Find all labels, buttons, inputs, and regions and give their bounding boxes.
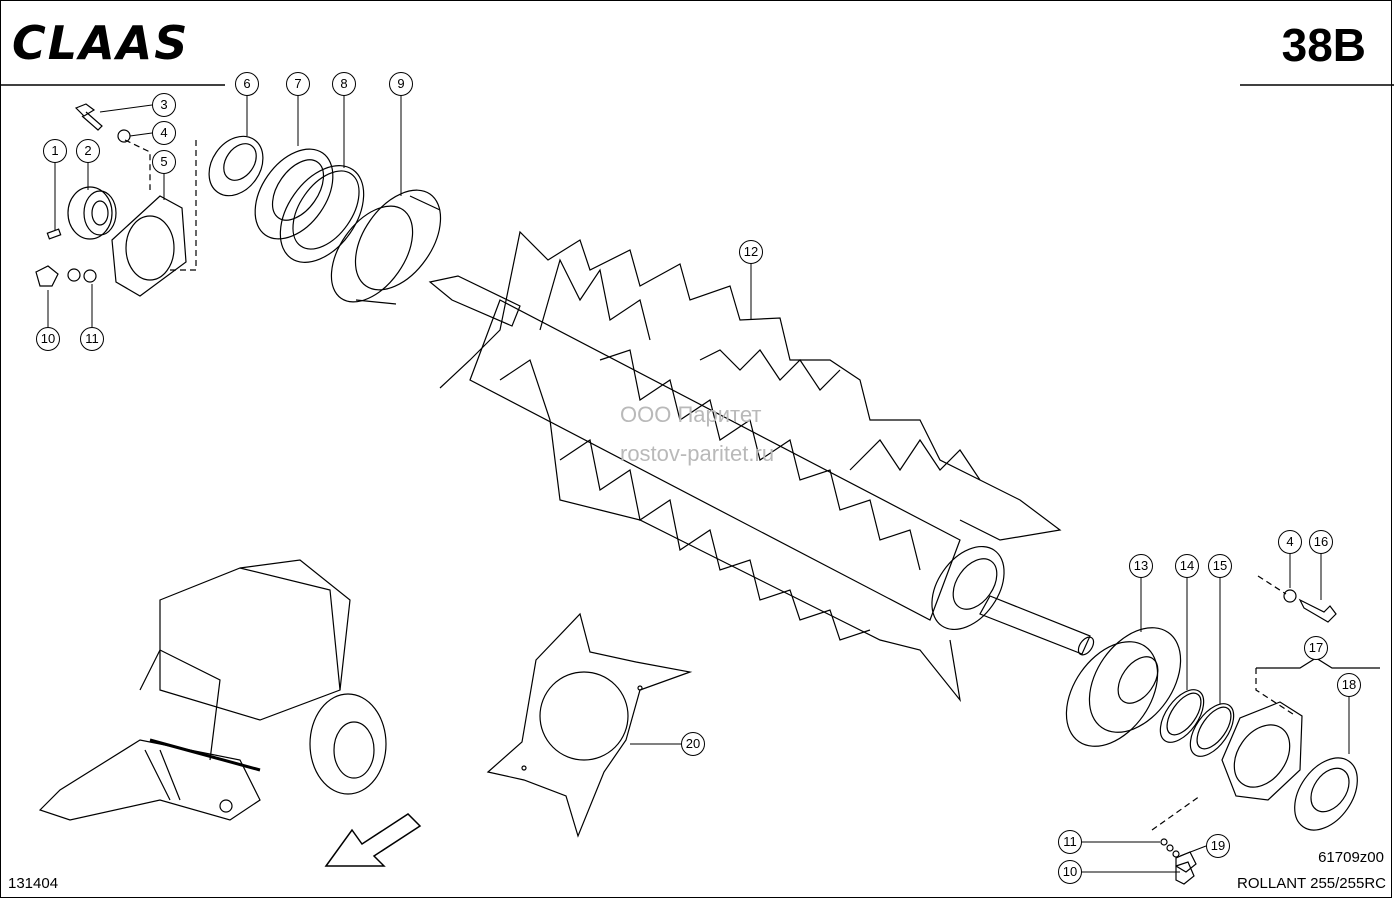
callout-4: 4 [152, 121, 176, 145]
callout-14: 14 [1175, 554, 1199, 578]
callout-18: 18 [1337, 673, 1361, 697]
watermark-line-2: rostov-paritet.ru [620, 441, 775, 466]
callout-10: 10 [36, 327, 60, 351]
seal-ring-14 [1159, 689, 1205, 743]
nut-10 [35, 265, 59, 287]
seal-ring-15 [1189, 703, 1235, 757]
callout-13: 13 [1129, 554, 1153, 578]
callout-5: 5 [152, 150, 176, 174]
callout-16: 16 [1309, 530, 1333, 554]
callout-11-right: 11 [1058, 830, 1082, 854]
star-blade-20 [486, 612, 693, 838]
callout-20: 20 [681, 732, 705, 756]
callout-11: 11 [80, 327, 104, 351]
ring-8 [279, 165, 365, 263]
callout-1: 1 [43, 139, 67, 163]
direction-arrow [324, 813, 422, 867]
hub-13 [1065, 627, 1182, 747]
model-name: ROLLANT 255/255RC [1237, 875, 1386, 892]
collar-2 [67, 186, 117, 240]
callout-15: 15 [1208, 554, 1232, 578]
callout-2: 2 [76, 139, 100, 163]
bearing-18 [1294, 757, 1358, 831]
rotor-12 [428, 230, 1095, 703]
lock-washer-11 [67, 268, 81, 282]
brand-logo: CLAAS [12, 16, 190, 70]
flange-plate-5 [111, 195, 187, 297]
bolt-3 [74, 103, 103, 131]
bearing-6 [208, 135, 264, 197]
baler-machine-overview [38, 559, 387, 821]
figure-code: 61709z00 [1318, 849, 1384, 866]
set-screw-1 [46, 228, 62, 240]
callout-7: 7 [286, 72, 310, 96]
callout-12: 12 [739, 240, 763, 264]
drum-cap-9 [330, 189, 442, 305]
callout-6: 6 [235, 72, 259, 96]
grease-nipple-19 [1160, 838, 1197, 885]
page-code: 38B [1281, 19, 1366, 71]
callout-4-right: 4 [1278, 530, 1302, 554]
bearing-housing-7 [254, 148, 334, 240]
callout-17: 17 [1304, 636, 1328, 660]
callout-9: 9 [389, 72, 413, 96]
callout-10-right: 10 [1058, 860, 1082, 884]
callout-8: 8 [332, 72, 356, 96]
callout-3: 3 [152, 93, 176, 117]
document-number: 131404 [8, 875, 59, 892]
watermark-line-1: ООО Паритет [620, 402, 762, 427]
callout-19: 19 [1206, 834, 1230, 858]
washer-4 [117, 129, 131, 143]
bearing-housing-17 [1221, 701, 1303, 801]
